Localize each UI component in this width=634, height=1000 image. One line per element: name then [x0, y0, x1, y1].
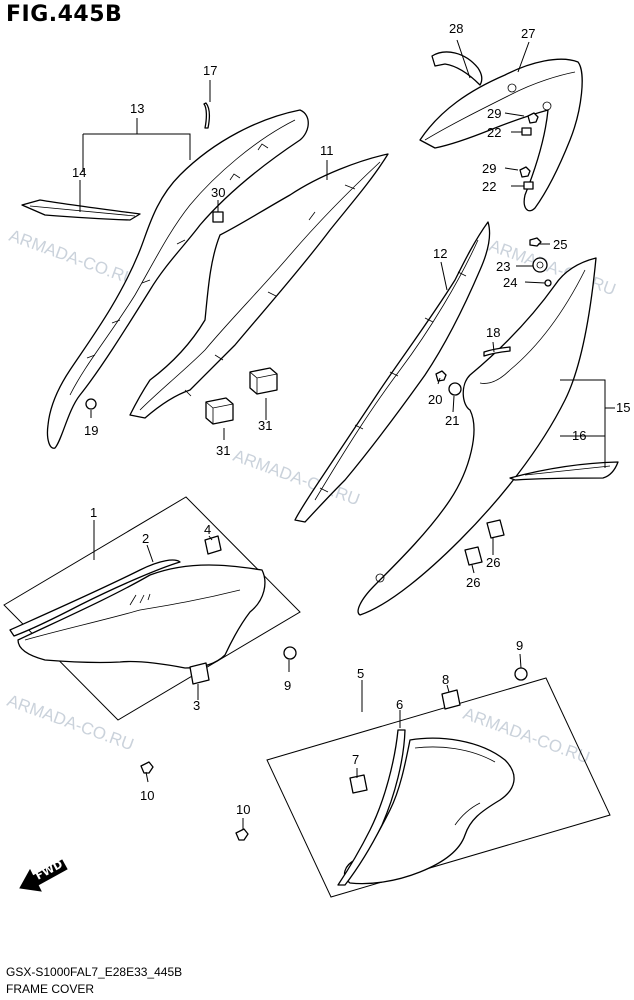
- callout-25: 25: [553, 237, 567, 252]
- screw-20-part: [435, 370, 447, 382]
- trim-2-part: [9, 559, 181, 637]
- rear-cowl-part: [419, 58, 583, 212]
- callout-29b: 29: [482, 161, 496, 176]
- callout-24: 24: [503, 275, 517, 290]
- washer-24-part: [544, 279, 552, 287]
- bolt-25-part: [529, 237, 542, 247]
- callout-20: 20: [428, 392, 442, 407]
- figure-title: FIG.445B: [6, 2, 123, 27]
- frame-cover-right-inner-part: [294, 221, 491, 523]
- pad-3-part: [189, 662, 210, 685]
- callout-28: 28: [449, 21, 463, 36]
- screw-29a-part: [527, 112, 539, 124]
- clip-22a-part: [521, 127, 532, 136]
- fastener-10b-part: [235, 828, 249, 841]
- callout-11: 11: [320, 143, 334, 158]
- callout-9a: 9: [284, 678, 291, 693]
- callout-29a: 29: [487, 106, 501, 121]
- grommet-21-part: [448, 382, 462, 396]
- pad-7-part: [349, 774, 368, 794]
- pad-31b-part: [249, 367, 278, 395]
- callout-12: 12: [433, 246, 447, 261]
- callout-7: 7: [352, 752, 359, 767]
- nut-19-part: [85, 398, 97, 410]
- callout-21: 21: [445, 413, 459, 428]
- inner-frame-cover-part: [129, 153, 389, 419]
- leader-lines: [79, 39, 615, 830]
- callout-22b: 22: [482, 179, 496, 194]
- grommet-23-part: [532, 257, 548, 273]
- pad-8-part: [441, 689, 461, 710]
- callout-16: 16: [572, 428, 586, 443]
- callout-14: 14: [72, 165, 86, 180]
- fwd-arrow-icon: FWD: [19, 858, 68, 892]
- callout-9b: 9: [516, 638, 523, 653]
- pad-4-part: [204, 535, 222, 555]
- screw-29b-part: [519, 166, 531, 178]
- watermark: ARMADA-CO.RU: [5, 691, 137, 754]
- cowl-trim-part: [431, 51, 483, 86]
- pad-31a-part: [205, 397, 234, 425]
- callout-4: 4: [204, 522, 211, 537]
- callout-5: 5: [357, 666, 364, 681]
- callout-23: 23: [496, 259, 510, 274]
- callout-26a: 26: [486, 555, 500, 570]
- nut-9b-part: [514, 667, 528, 681]
- callout-3: 3: [193, 698, 200, 713]
- callout-18: 18: [486, 325, 500, 340]
- strip-part: [203, 102, 210, 129]
- clip-22b-part: [523, 181, 534, 190]
- callout-27: 27: [521, 26, 535, 41]
- callout-8: 8: [442, 672, 449, 687]
- callout-31b: 31: [258, 418, 272, 433]
- callout-15: 15: [616, 400, 630, 415]
- callout-22a: 22: [487, 125, 501, 140]
- watermark: ARMADA-CO.RU: [7, 226, 139, 289]
- callout-1: 1: [90, 505, 97, 520]
- callout-10a: 10: [140, 788, 154, 803]
- callout-26b: 26: [466, 575, 480, 590]
- pad-26b-part: [464, 546, 483, 566]
- assembly-1-box: [3, 496, 301, 721]
- section-name: FRAME COVER: [6, 982, 95, 996]
- model-code: GSX-S1000FAL7_E28E33_445B: [6, 965, 183, 979]
- callout-10b: 10: [236, 802, 250, 817]
- callout-6: 6: [396, 697, 403, 712]
- callout-13: 13: [130, 101, 144, 116]
- callout-30: 30: [211, 185, 225, 200]
- callout-19: 19: [84, 423, 98, 438]
- strip-18-part: [483, 346, 511, 357]
- frame-cover-5-part: [343, 737, 515, 885]
- pad-26a-part: [486, 519, 505, 539]
- nut-9a-part: [283, 646, 297, 660]
- callout-31a: 31: [216, 443, 230, 458]
- clip-30-part: [212, 211, 224, 223]
- frame-cover-1-part: [17, 564, 266, 669]
- callout-2: 2: [142, 531, 149, 546]
- stripe-left-part: [21, 199, 141, 221]
- fastener-10a-part: [140, 761, 154, 774]
- callout-17: 17: [203, 63, 217, 78]
- trim-6-part: [337, 729, 406, 886]
- frame-cover-left-part: [46, 109, 309, 449]
